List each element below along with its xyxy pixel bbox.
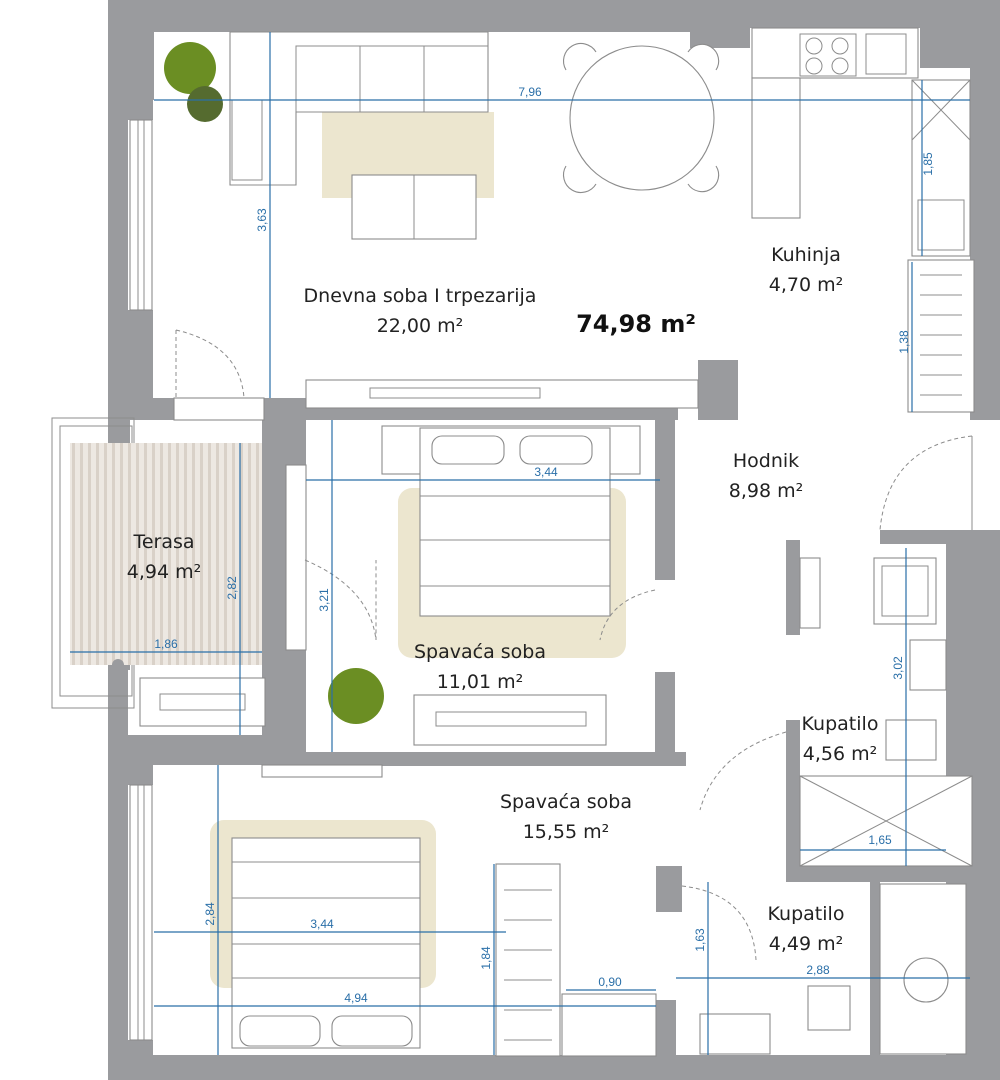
living-furniture (175, 31, 720, 409)
plant-icon (328, 668, 384, 724)
dim-living-depth: 3,63 (255, 208, 269, 232)
bedroom1-furniture (304, 425, 656, 746)
dimension-lines (70, 32, 970, 1055)
dim-bedroom1-depth: 3,21 (317, 588, 331, 612)
dim-bedroom2-width: 3,44 (310, 917, 334, 931)
room-area-kitchen: 4,70 m² (769, 274, 843, 296)
dim-kitchen-counter: 1,85 (921, 152, 935, 176)
total-area: 74,98 m² (576, 310, 696, 338)
dim-closet-width: 0,90 (598, 975, 622, 989)
room-name-bath1: Kupatilo (802, 713, 879, 735)
dim-bedroom1-width: 3,44 (534, 465, 558, 479)
dim-bath2-width: 2,88 (806, 963, 830, 977)
dim-wardrobe-depth: 1,84 (479, 946, 493, 970)
room-area-bath2: 4,49 m² (769, 933, 843, 955)
windows (129, 119, 383, 1041)
dim-terrace-depth: 2,82 (225, 576, 239, 600)
plant-icon (164, 42, 223, 122)
dim-bath2-depth: 1,63 (693, 928, 707, 952)
room-name-kitchen: Kuhinja (771, 244, 841, 266)
room-area-bath1: 4,56 m² (803, 743, 877, 765)
dim-bath1-depth: 3,02 (891, 656, 905, 680)
dim-terrace-width: 1,86 (154, 637, 178, 651)
room-name-living: Dnevna soba I trpezarija (304, 285, 537, 307)
room-area-bedroom2: 15,55 m² (523, 821, 610, 843)
room-area-living: 22,00 m² (377, 315, 464, 337)
room-name-bedroom2: Spavaća soba (500, 791, 632, 813)
dim-bath1-width: 1,65 (868, 833, 892, 847)
bathroom1-fixtures (699, 557, 973, 867)
terrace (51, 417, 262, 709)
room-area-terrace: 4,94 m² (127, 561, 201, 583)
room-name-bedroom1: Spavaća soba (414, 641, 546, 663)
room-name-hall: Hodnik (733, 450, 799, 472)
bathroom2-fixtures (681, 883, 967, 1055)
room-area-bedroom1: 11,01 m² (437, 671, 524, 693)
room-name-bath2: Kupatilo (768, 903, 845, 925)
bedroom2-furniture (210, 820, 657, 1057)
dim-bedroom2-full-width: 4,94 (344, 991, 368, 1005)
kitchen-furniture (751, 27, 975, 413)
dim-bedroom2-depth: 2,84 (203, 902, 217, 926)
dim-living-width: 7,96 (518, 85, 542, 99)
dim-kitchen-wardrobe: 1,38 (897, 330, 911, 354)
room-area-hall: 8,98 m² (729, 480, 803, 502)
walls (108, 0, 1000, 1080)
room-name-terrace: Terasa (132, 531, 194, 553)
hallway (879, 435, 973, 531)
